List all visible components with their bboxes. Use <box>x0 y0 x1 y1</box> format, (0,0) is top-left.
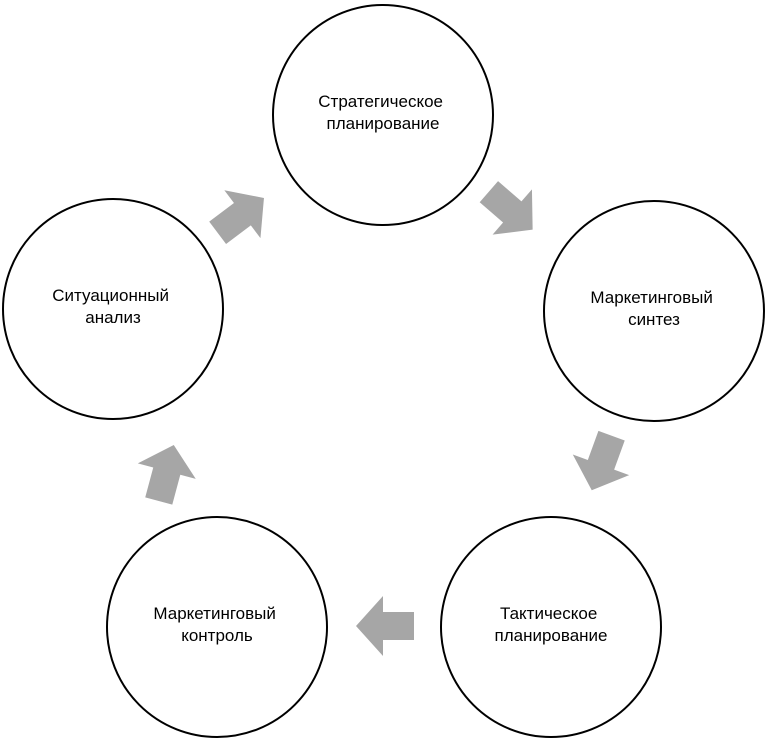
node-marketing-control-label: Маркетинговый контроль <box>153 604 280 645</box>
node-label-line: планирование <box>494 626 607 645</box>
node-label-line: контроль <box>181 626 253 645</box>
node-marketing-control: Маркетинговый контроль <box>106 516 328 738</box>
node-situation-analysis-label: Ситуационный анализ <box>52 286 173 327</box>
node-label-line: Ситуационный <box>52 286 169 305</box>
node-strategic-planning-circle <box>272 4 494 226</box>
node-label-line: Тактическое <box>500 604 597 623</box>
arrow-tactical-to-control-icon <box>356 596 414 656</box>
node-label-line: анализ <box>85 308 141 327</box>
node-tactical-planning: Тактическое планирование <box>440 516 662 738</box>
node-label-line: планирование <box>326 114 439 133</box>
arrow-analysis-to-strategic-icon <box>209 190 264 245</box>
node-label-line: Маркетинговый <box>590 288 712 307</box>
node-label-line: Стратегическое <box>318 92 443 111</box>
arrow-synthesis-to-tactical-icon <box>572 430 630 491</box>
node-situation-analysis-circle <box>2 198 224 420</box>
node-tactical-planning-circle <box>440 516 662 738</box>
node-tactical-planning-label: Тактическое планирование <box>494 604 607 645</box>
node-label-line: синтез <box>628 310 680 329</box>
cycle-arrows <box>137 181 630 656</box>
arrow-strategic-to-synthesis-icon <box>479 181 533 235</box>
node-situation-analysis: Ситуационный анализ <box>2 198 224 420</box>
node-marketing-synthesis-label: Маркетинговый синтез <box>590 288 717 329</box>
arrow-control-to-analysis-icon <box>137 445 196 505</box>
node-label-line: Маркетинговый <box>153 604 275 623</box>
node-strategic-planning: Стратегическое планирование <box>272 4 494 226</box>
node-marketing-synthesis-circle <box>543 200 765 422</box>
node-marketing-control-circle <box>106 516 328 738</box>
node-strategic-planning-label: Стратегическое планирование <box>318 92 447 133</box>
node-marketing-synthesis: Маркетинговый синтез <box>543 200 765 422</box>
